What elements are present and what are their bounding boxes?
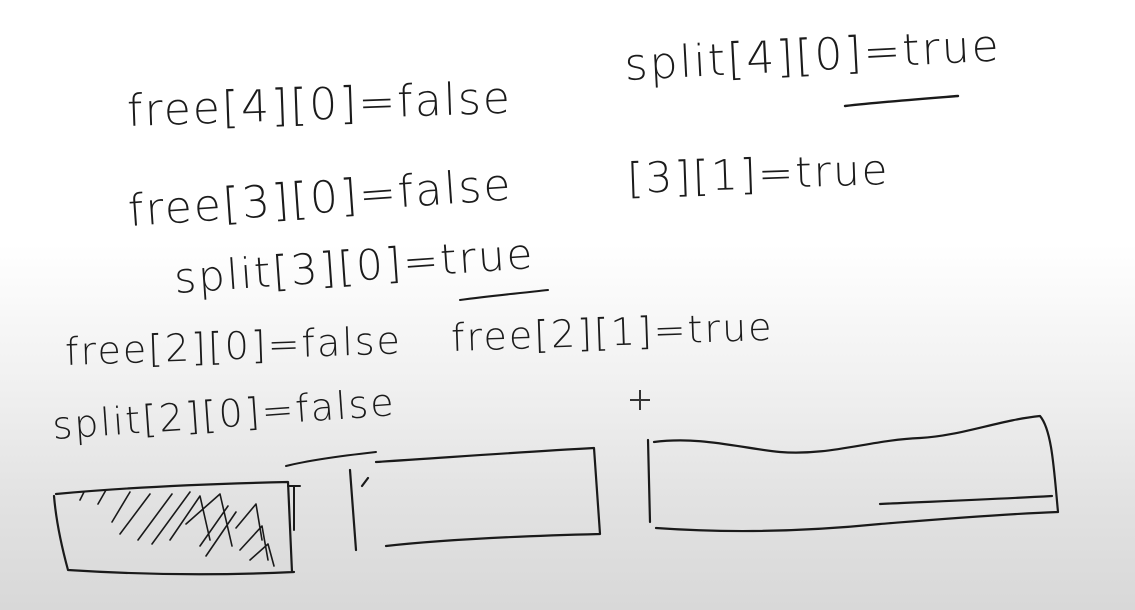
memory-block-allocated (52, 480, 296, 576)
memory-block-free (348, 446, 602, 552)
underline-stroke (843, 94, 960, 108)
underline-stroke (459, 289, 549, 301)
crosshair-cursor-icon (630, 390, 650, 410)
divider-stroke (287, 485, 301, 531)
memory-block-free (646, 414, 1060, 533)
hatching-stroke (79, 489, 275, 567)
underline-stroke (285, 451, 377, 467)
